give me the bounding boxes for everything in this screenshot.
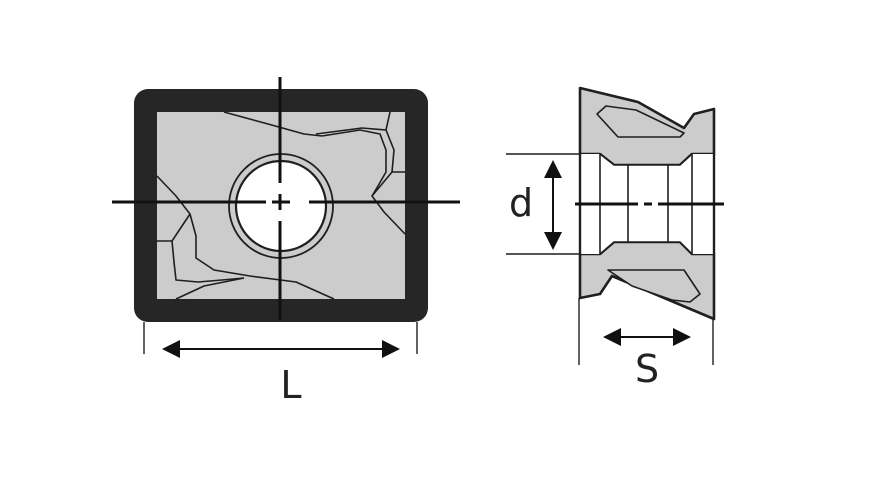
dimension-length: L xyxy=(143,322,418,407)
arrowhead-right-icon xyxy=(382,340,400,358)
dimension-hole-diameter: d xyxy=(509,160,562,250)
side-view-lower-groove xyxy=(607,269,701,303)
front-view: L xyxy=(112,77,460,407)
arrowhead-left-icon xyxy=(162,340,180,358)
side-view: d S xyxy=(506,86,724,391)
arrowhead-right-icon xyxy=(673,328,691,346)
thickness-label: S xyxy=(635,347,659,391)
front-centerlines xyxy=(112,77,460,320)
dimension-thickness: S xyxy=(578,298,714,391)
arrowhead-down-icon xyxy=(544,232,562,250)
hole-diameter-label: d xyxy=(509,181,533,225)
length-label: L xyxy=(280,363,301,407)
arrowhead-left-icon xyxy=(603,328,621,346)
arrowhead-up-icon xyxy=(544,160,562,178)
side-view-upper-groove xyxy=(596,105,685,138)
